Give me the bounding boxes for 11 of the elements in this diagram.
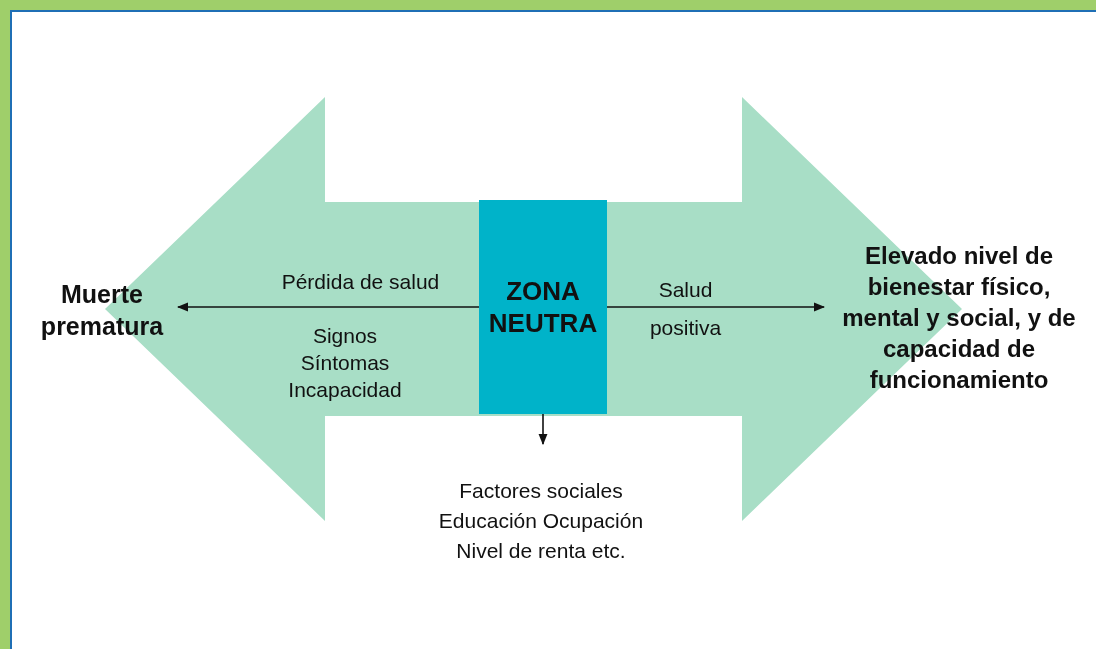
- edge-label: Salud positiva: [648, 277, 723, 341]
- edge-label: Pérdida de salud: [280, 269, 441, 295]
- arrow: [538, 413, 548, 446]
- node-label: Muerte prematura: [39, 279, 165, 342]
- node-label: Elevado nivel de bienestar físico, mental y social, y de capacidad de funcionamiento: [841, 240, 1077, 395]
- arrow: [176, 302, 480, 312]
- note-text: Signos Síntomas Incapacidad: [287, 323, 403, 403]
- arrow: [606, 302, 826, 312]
- node-label: Factores sociales Educación Ocupación Nivel de renta etc.: [437, 478, 645, 564]
- zone-label: ZONA NEUTRA: [487, 275, 599, 339]
- zone-box: [479, 200, 607, 414]
